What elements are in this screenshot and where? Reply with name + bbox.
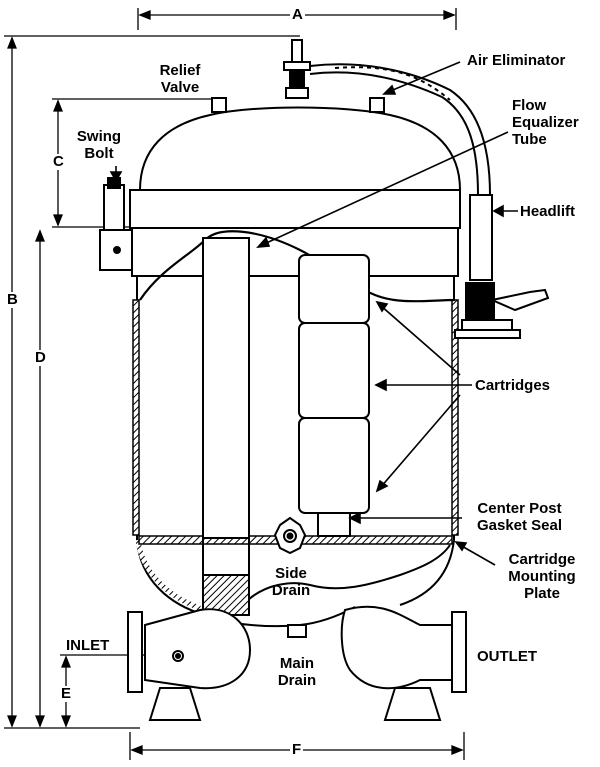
air-eliminator-line	[309, 63, 491, 196]
dimension-e-label: E	[59, 685, 74, 702]
dimension-c-label: C	[51, 153, 66, 170]
air-eliminator-label: Air Eliminator	[467, 52, 566, 69]
center-post-gasket-seal-label: Center Post Gasket Seal	[476, 500, 563, 534]
vessel-body	[129, 106, 461, 628]
inlet-nozzle	[127, 608, 252, 721]
cartridge-stack	[298, 254, 370, 537]
headlift-label: Headlift	[520, 203, 576, 220]
center-post	[202, 237, 250, 616]
dimension-a-label: A	[290, 6, 305, 23]
headlift-assembly	[454, 194, 550, 339]
side-drain-valve	[273, 516, 307, 555]
dimension-b-label: B	[5, 291, 20, 308]
main-drain	[287, 624, 307, 638]
leader-arrows	[109, 61, 518, 566]
dimension-d-label: D	[33, 349, 48, 366]
cartridge-mounting-plate-label: Cartridge Mounting Plate	[508, 551, 576, 602]
side-drain-label: Side Drain	[271, 565, 311, 599]
inlet-label: INLET	[66, 637, 110, 654]
swing-bolt-label: Swing Bolt	[76, 128, 122, 162]
dimension-f-label: F	[290, 741, 304, 758]
flow-equalizer-tube-label: Flow Equalizer Tube	[512, 97, 579, 148]
relief-valve-label: Relief Valve	[159, 62, 201, 96]
cartridges-label: Cartridges	[475, 377, 551, 394]
main-drain-label: Main Drain	[277, 655, 317, 689]
dimension-lines	[4, 8, 465, 760]
outlet-nozzle	[340, 605, 467, 721]
top-fittings	[211, 39, 385, 113]
outlet-label: OUTLET	[477, 648, 537, 665]
swing-bolt	[99, 177, 133, 271]
